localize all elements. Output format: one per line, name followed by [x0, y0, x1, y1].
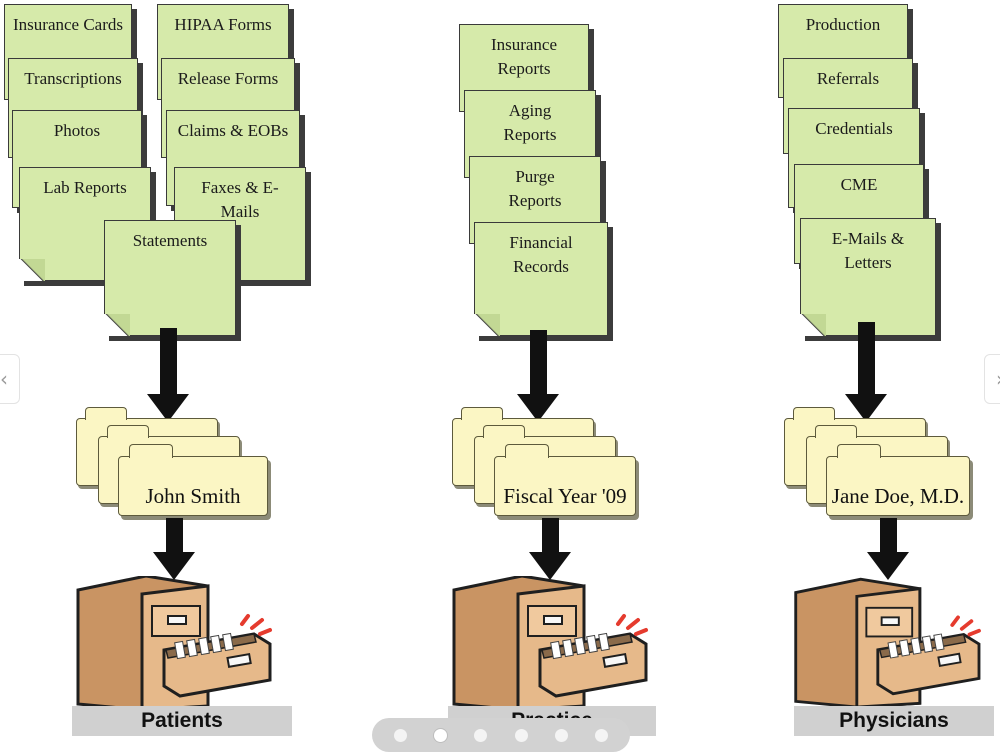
arrow-head-icon [845, 394, 887, 422]
folder-label: John Smith [145, 484, 241, 508]
document-statements: Statements [104, 220, 236, 336]
arrow-head-icon [147, 394, 189, 422]
carousel-dot[interactable] [514, 728, 528, 742]
document-label: CME [840, 175, 878, 194]
document-label: Statements [132, 231, 208, 250]
arrow-head-icon [529, 552, 571, 580]
arrow-down-icon [166, 518, 183, 554]
arrow-head-icon [867, 552, 909, 580]
file-cabinet-icon [76, 576, 272, 712]
carousel-next-button[interactable]: › [984, 354, 1000, 404]
document-label: Referrals [816, 69, 880, 88]
chevron-right-icon: › [996, 367, 1000, 391]
cabinet-label-patients: Patients [72, 706, 292, 736]
carousel-dot[interactable] [595, 728, 609, 742]
document-label: Insurance Reports [490, 35, 558, 78]
carousel-dot[interactable] [554, 728, 568, 742]
document-label: Purge Reports [508, 167, 562, 210]
arrow-down-icon [530, 330, 547, 396]
folder-patient: John Smith [118, 444, 268, 516]
arrow-head-icon [517, 394, 559, 422]
document-label: Release Forms [177, 69, 279, 88]
arrow-head-icon [153, 552, 195, 580]
document-label: Faxes & E-Mails [201, 178, 279, 221]
arrow-down-icon [542, 518, 559, 554]
folder-label: Jane Doe, M.D. [831, 484, 965, 508]
chevron-left-icon: ‹ [0, 367, 8, 391]
file-cabinet-icon [452, 576, 648, 712]
document-label: Transcriptions [24, 69, 122, 88]
carousel-pagination [372, 718, 630, 752]
document-label: E-Mails & Letters [831, 229, 905, 272]
document-label: Lab Reports [43, 178, 127, 197]
carousel-dot[interactable] [474, 728, 488, 742]
document-label: HIPAA Forms [174, 15, 272, 34]
carousel-prev-button[interactable]: ‹ [0, 354, 20, 404]
document-label: Credentials [815, 119, 893, 138]
document-label: Financial Records [509, 233, 573, 276]
folder-fiscal-year: Fiscal Year '09 [494, 444, 636, 516]
folder-physician: Jane Doe, M.D. [826, 444, 970, 516]
arrow-down-icon [160, 328, 177, 396]
document-label: Production [805, 15, 881, 34]
document-label: Photos [53, 121, 101, 140]
folder-label: Fiscal Year '09 [503, 484, 627, 508]
arrow-down-icon [880, 518, 897, 554]
carousel-dot[interactable] [433, 728, 447, 742]
file-cabinet-icon [794, 577, 981, 709]
arrow-down-icon [858, 322, 875, 396]
document-financial-records: Financial Records [474, 222, 608, 336]
document-label: Aging Reports [503, 101, 557, 144]
cabinet-label-physicians: Physicians [794, 706, 994, 736]
document-label: Insurance Cards [13, 15, 123, 34]
document-emails-letters: E-Mails & Letters [800, 218, 936, 336]
document-label: Claims & EOBs [177, 121, 289, 140]
carousel-dot[interactable] [393, 728, 407, 742]
